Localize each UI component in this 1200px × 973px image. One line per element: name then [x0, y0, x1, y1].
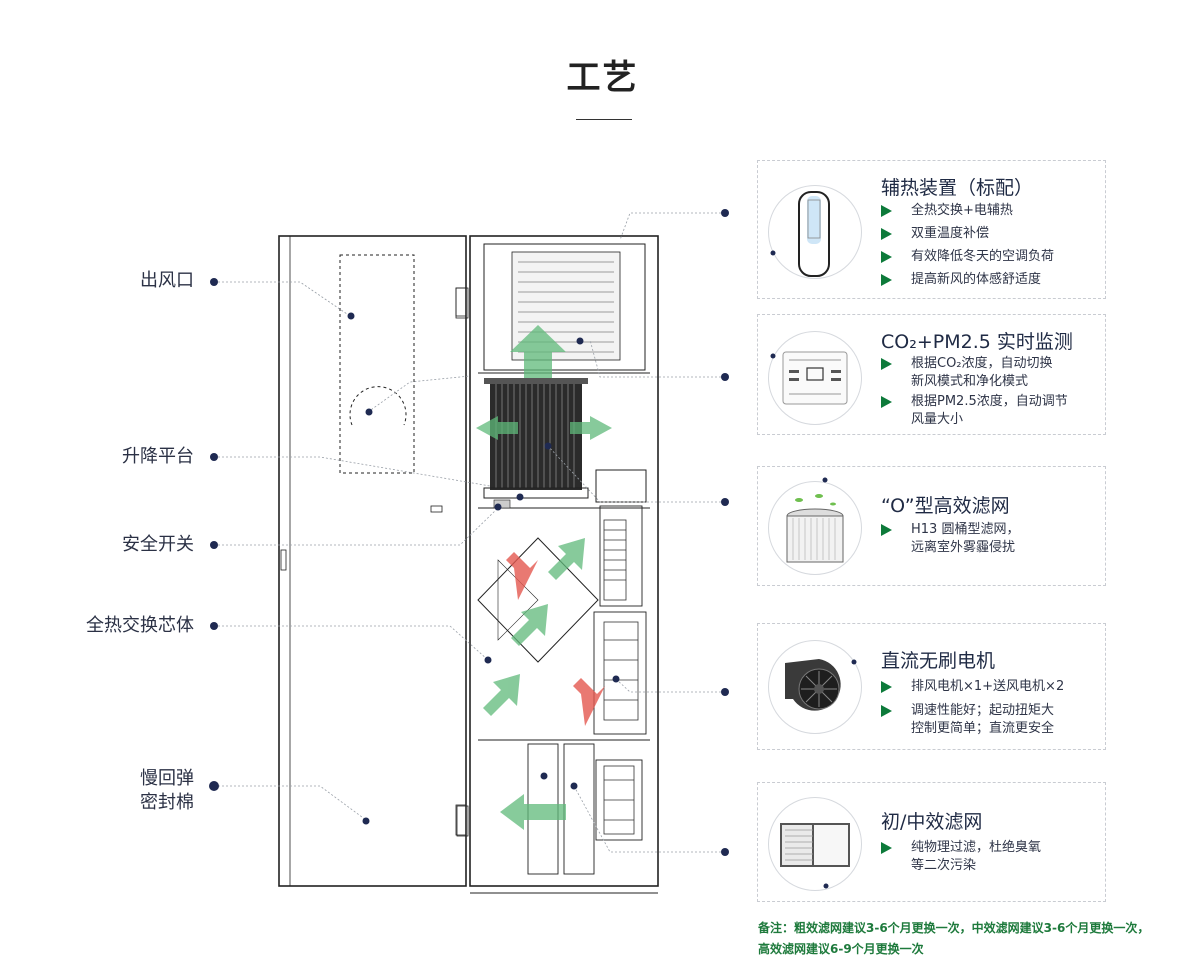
- title-divider: [576, 119, 632, 120]
- triangle-bullet-icon: [881, 842, 892, 854]
- bullet-item: 排风电机×1+送风电机×2: [881, 678, 1064, 696]
- label-heat-exchange-core: 全热交换芯体: [86, 615, 194, 636]
- feature-card-heater: 辅热装置（标配） 全热交换+电辅热 双重温度补偿 有效降低冬天的空调负荷 提高新…: [757, 160, 1106, 299]
- heater-icon: [768, 185, 862, 279]
- bullet-item: 调速性能好；起动扭矩大 控制更简单；直流更安全: [881, 702, 1064, 738]
- label-seal-foam: 慢回弹 密封棉: [140, 768, 194, 813]
- blower-fans: [603, 519, 639, 835]
- label-safety-switch: 安全开关: [122, 534, 194, 555]
- display-panel-icon: [768, 331, 862, 425]
- triangle-bullet-icon: [881, 396, 892, 408]
- panel-filter-icon: [768, 797, 862, 891]
- bullet-list: 根据CO₂浓度，自动切换 新风模式和净化模式 根据PM2.5浓度，自动调节 风量…: [881, 355, 1068, 429]
- card-title: 初/中效滤网: [881, 811, 983, 833]
- feature-card-monitor: CO₂+PM2.5 实时监测 根据CO₂浓度，自动切换 新风模式和净化模式 根据…: [757, 314, 1106, 435]
- triangle-bullet-icon: [881, 274, 892, 286]
- feature-card-dc-motor: 直流无刷电机 排风电机×1+送风电机×2 调速性能好；起动扭矩大 控制更简单；直…: [757, 623, 1106, 750]
- cylinder-filter-icon: [768, 481, 862, 575]
- maintenance-note: 备注：粗效滤网建议3-6个月更换一次，中效滤网建议3-6个月更换一次， 高效滤网…: [758, 918, 1198, 960]
- bullet-item: 根据PM2.5浓度，自动调节 风量大小: [881, 393, 1068, 429]
- note-line-1: 备注：粗效滤网建议3-6个月更换一次，中效滤网建议3-6个月更换一次，: [758, 921, 1150, 935]
- page-title: 工艺: [566, 58, 639, 98]
- bullet-item: 全热交换+电辅热: [881, 202, 1054, 220]
- triangle-bullet-icon: [881, 681, 892, 693]
- bullet-item: 双重温度补偿: [881, 225, 1054, 243]
- bullet-list: 纯物理过滤，杜绝臭氧 等二次污染: [881, 839, 1041, 875]
- cylinder-filter: [483, 378, 589, 509]
- triangle-bullet-icon: [881, 205, 892, 217]
- label-lift-platform: 升降平台: [122, 446, 194, 467]
- bullet-list: H13 圆桶型滤网， 远离室外雾霾侵扰: [881, 521, 1019, 557]
- bullet-item: H13 圆桶型滤网， 远离室外雾霾侵扰: [881, 521, 1019, 557]
- callout-dots: [209, 209, 729, 856]
- bullet-list: 全热交换+电辅热 双重温度补偿 有效降低冬天的空调负荷 提高新风的体感舒适度: [881, 202, 1054, 289]
- triangle-bullet-icon: [881, 524, 892, 536]
- triangle-bullet-icon: [881, 228, 892, 240]
- bullet-list: 排风电机×1+送风电机×2 调速性能好；起动扭矩大 控制更简单；直流更安全: [881, 678, 1064, 738]
- bullet-item: 有效降低冬天的空调负荷: [881, 248, 1054, 266]
- bullet-item: 纯物理过滤，杜绝臭氧 等二次污染: [881, 839, 1041, 875]
- card-title: 辅热装置（标配）: [881, 177, 1034, 199]
- airflow-arrows-green: [476, 325, 612, 830]
- bullet-item: 根据CO₂浓度，自动切换 新风模式和净化模式: [881, 355, 1068, 391]
- airflow-arrows-red: [506, 552, 605, 726]
- blower-motor-icon: [768, 640, 862, 734]
- callout-leaders: [214, 212, 725, 853]
- note-line-2: 高效滤网建议6-9个月更换一次: [758, 942, 924, 956]
- label-outlet: 出风口: [140, 270, 194, 291]
- feature-card-pre-filter: 初/中效滤网 纯物理过滤，杜绝臭氧 等二次污染: [757, 782, 1106, 902]
- bullet-item: 提高新风的体感舒适度: [881, 271, 1054, 289]
- feature-card-hepa-filter: “O”型高效滤网 H13 圆桶型滤网， 远离室外雾霾侵扰: [757, 466, 1106, 586]
- triangle-bullet-icon: [881, 705, 892, 717]
- card-title: CO₂+PM2.5 实时监测: [881, 331, 1073, 353]
- card-title: 直流无刷电机: [881, 650, 996, 672]
- card-title: “O”型高效滤网: [881, 495, 1010, 517]
- triangle-bullet-icon: [881, 251, 892, 263]
- triangle-bullet-icon: [881, 358, 892, 370]
- cabinet-door: [278, 235, 467, 887]
